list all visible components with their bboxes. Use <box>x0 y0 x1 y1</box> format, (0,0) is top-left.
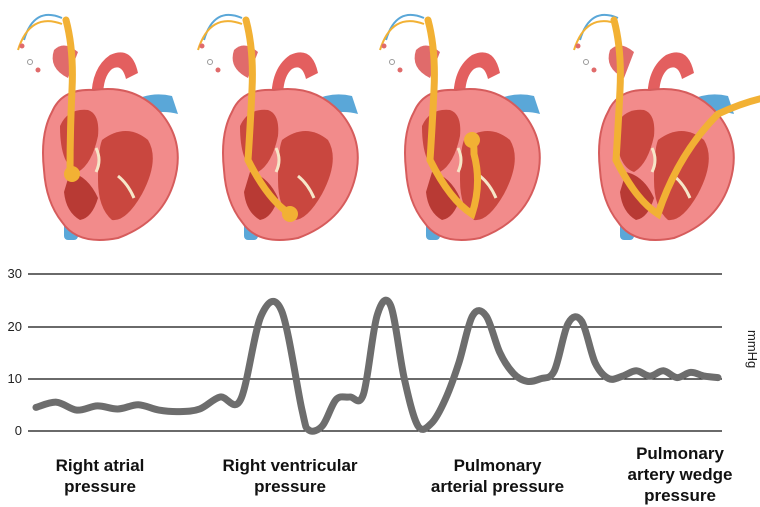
heart-panel-pulmonary-arterial <box>380 15 540 240</box>
y-tick-30: 30 <box>0 266 22 281</box>
caption-line: Pulmonary <box>410 455 585 476</box>
heart-panel-right-atrial <box>18 15 178 240</box>
caption-line: pressure <box>605 485 755 506</box>
y-tick-20: 20 <box>0 319 22 334</box>
pressure-trace-line <box>36 300 718 431</box>
heart-panel-right-ventricular <box>198 15 358 240</box>
balloon-tip-right-atrium <box>64 166 80 182</box>
caption-right-atrial: Right atrial pressure <box>20 455 180 497</box>
caption-line: arterial pressure <box>410 476 585 497</box>
caption-pulmonary-wedge: Pulmonary artery wedge pressure <box>605 443 755 506</box>
caption-line: Right ventricular <box>200 455 380 476</box>
balloon-tip-right-ventricle <box>282 206 298 222</box>
caption-line: Pulmonary <box>605 443 755 464</box>
pressure-chart <box>28 274 722 431</box>
caption-line: pressure <box>200 476 380 497</box>
caption-pulmonary-arterial: Pulmonary arterial pressure <box>410 455 585 497</box>
caption-line: pressure <box>20 476 180 497</box>
y-tick-0: 0 <box>0 423 22 438</box>
y-tick-10: 10 <box>0 371 22 386</box>
caption-line: artery wedge <box>605 464 755 485</box>
balloon-tip-pulmonary-artery <box>464 132 480 148</box>
heart-panel-pulmonary-wedge <box>574 15 760 240</box>
y-axis-unit-label: mmHg <box>745 330 760 368</box>
caption-right-ventricular: Right ventricular pressure <box>200 455 380 497</box>
caption-line: Right atrial <box>20 455 180 476</box>
